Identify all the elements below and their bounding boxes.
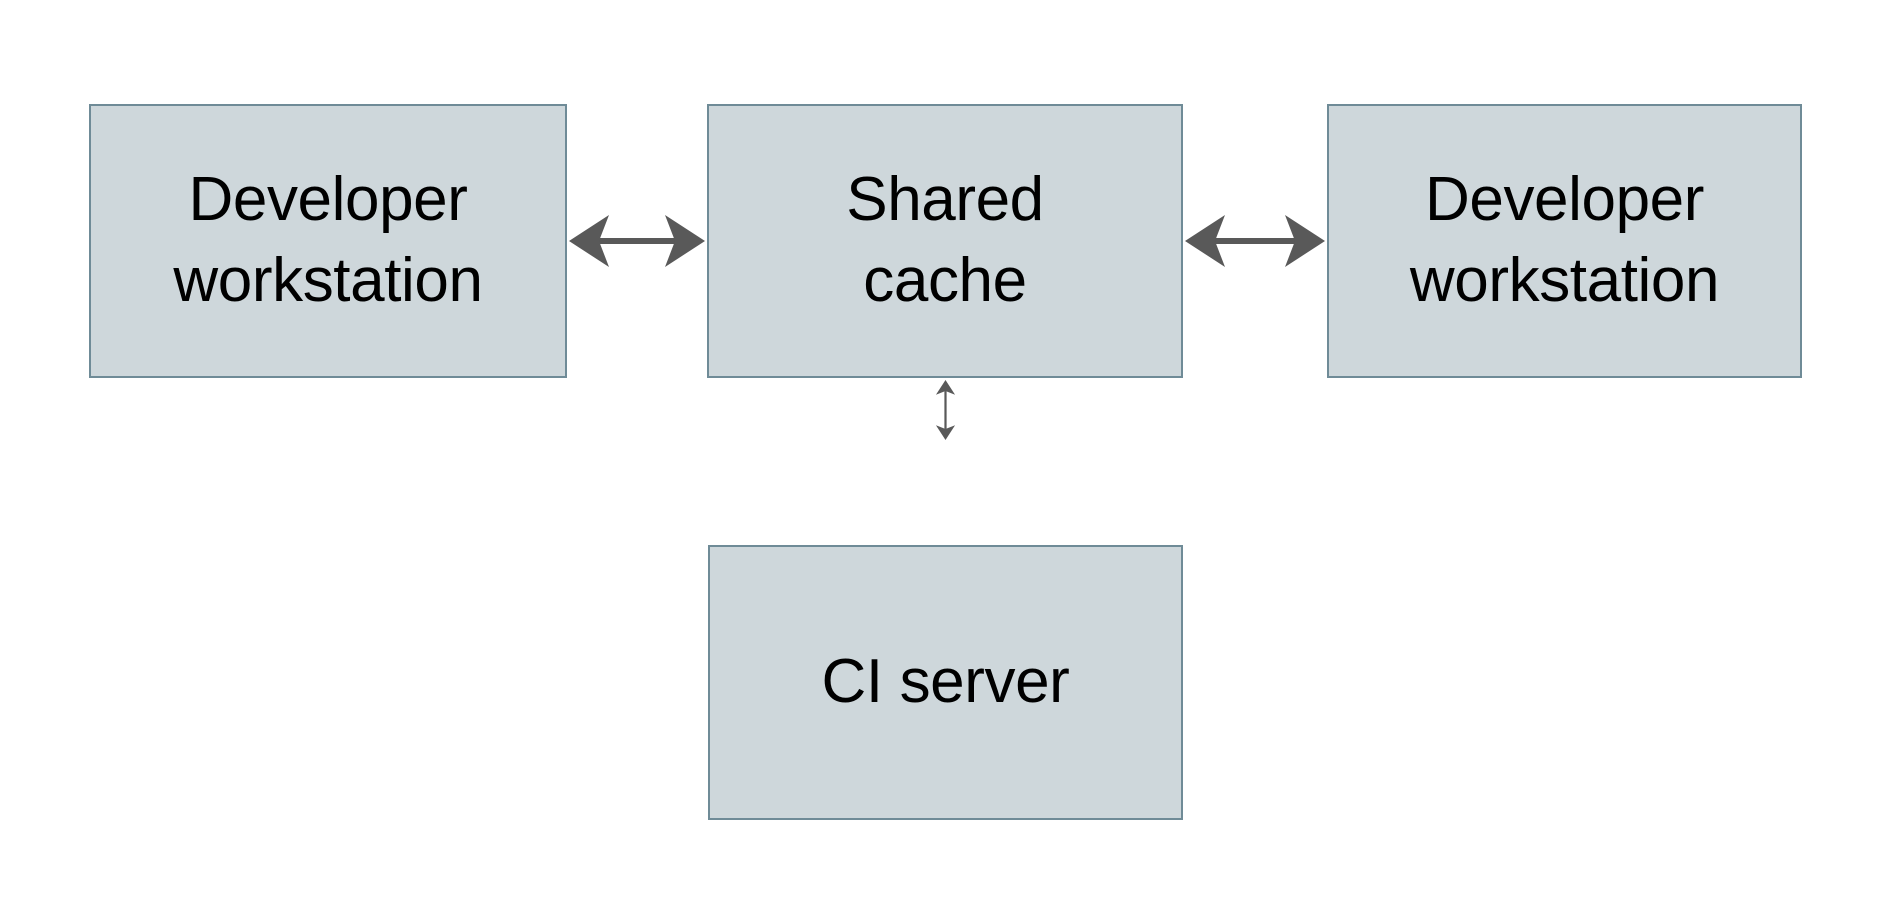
node-developer-workstation-left[interactable]: Developer workstation	[89, 104, 567, 378]
node-developer-workstation-right[interactable]: Developer workstation	[1327, 104, 1802, 378]
node-label: Developer workstation	[1409, 165, 1720, 315]
edge-left-workstation-to-shared-cache[interactable]	[569, 211, 705, 271]
node-ci-server[interactable]: CI server	[708, 545, 1183, 820]
node-label: Developer workstation	[173, 165, 483, 315]
node-label: Shared cache	[846, 165, 1044, 315]
edge-shared-cache-to-right-workstation[interactable]	[1185, 211, 1325, 271]
edge-shared-cache-to-ci-server[interactable]	[864, 380, 1027, 543]
node-shared-cache[interactable]: Shared cache	[707, 104, 1183, 378]
node-label: CI server	[821, 647, 1070, 717]
